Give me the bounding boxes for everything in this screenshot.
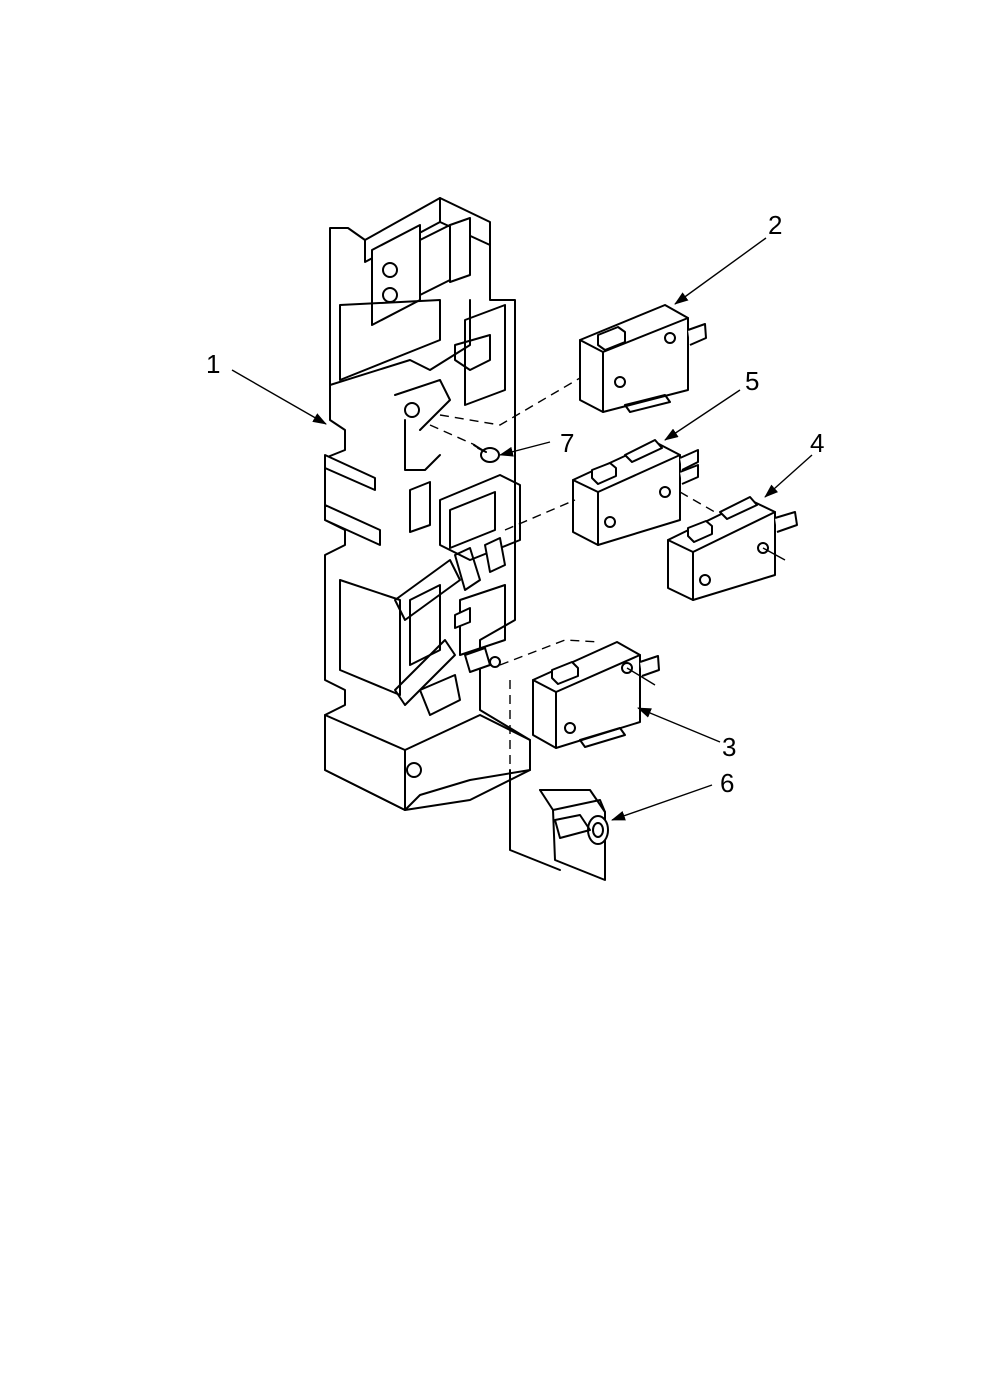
lever-6 — [509, 769, 609, 881]
switch-4 — [667, 496, 798, 601]
callout-4: 4 — [810, 428, 824, 458]
leader-arrow-3 — [637, 707, 721, 743]
switch-2 — [579, 304, 707, 413]
leader-arrow-6 — [611, 784, 713, 821]
callout-6: 6 — [720, 768, 734, 798]
switch-3 — [532, 641, 660, 749]
leader-arrow-2 — [674, 237, 767, 305]
leader-arrows — [231, 237, 813, 821]
callout-5: 5 — [745, 366, 759, 396]
callout-7: 7 — [560, 428, 574, 458]
leader-arrow-5 — [664, 389, 741, 441]
leader-arrow-4 — [764, 454, 813, 498]
callout-3: 3 — [722, 732, 736, 762]
screw-7 — [473, 444, 500, 463]
leader-arrow-7 — [499, 441, 551, 457]
callouts: 1 2 3 4 5 6 7 — [206, 210, 824, 798]
interlock-bracket — [324, 197, 531, 811]
assembly-lines — [429, 377, 721, 770]
callout-1: 1 — [206, 349, 220, 379]
leader-arrow-1 — [231, 369, 327, 425]
switch-5 — [572, 439, 699, 546]
callout-2: 2 — [768, 210, 782, 240]
